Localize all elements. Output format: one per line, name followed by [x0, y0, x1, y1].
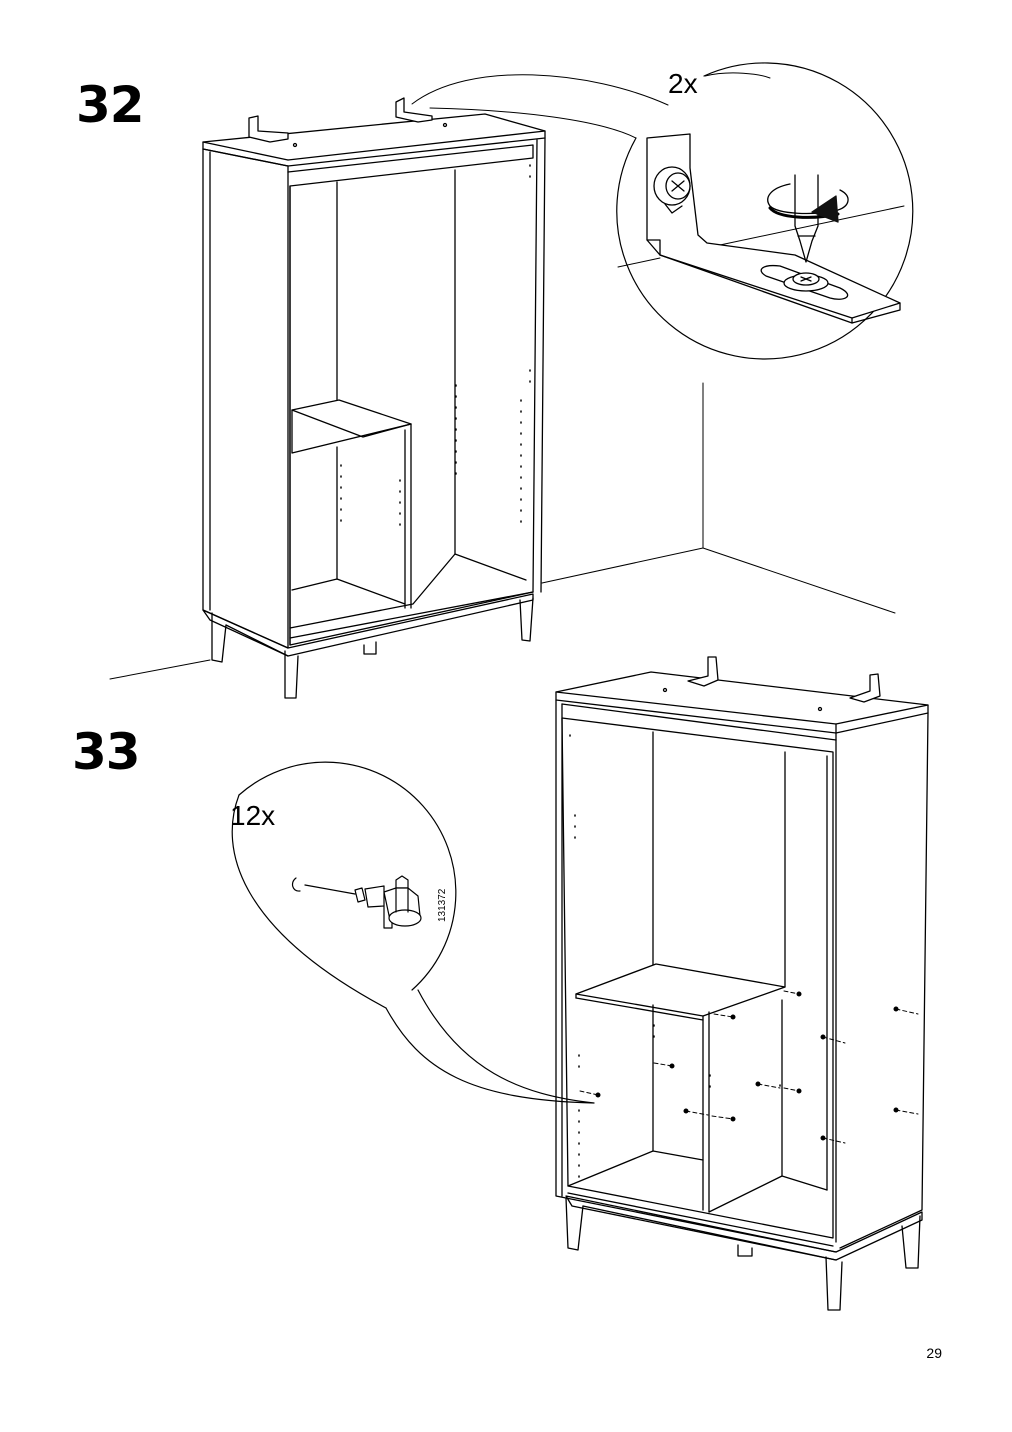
- step33-cabinet: [556, 657, 928, 1310]
- step-33-number: 33: [72, 723, 141, 781]
- step32-detail-circle: [617, 63, 913, 359]
- page-number: 29: [926, 1345, 942, 1361]
- part-number-label: 131372: [437, 888, 448, 922]
- step-33-quantity: 12x: [230, 800, 276, 831]
- step-32-quantity: 2x: [668, 68, 698, 99]
- step32-cabinet: [203, 98, 545, 698]
- step-32-number: 32: [76, 76, 145, 134]
- step32-room-corner: [110, 383, 895, 679]
- step32-callout-connector: [412, 75, 668, 138]
- step33-detail-circle: [232, 762, 594, 1103]
